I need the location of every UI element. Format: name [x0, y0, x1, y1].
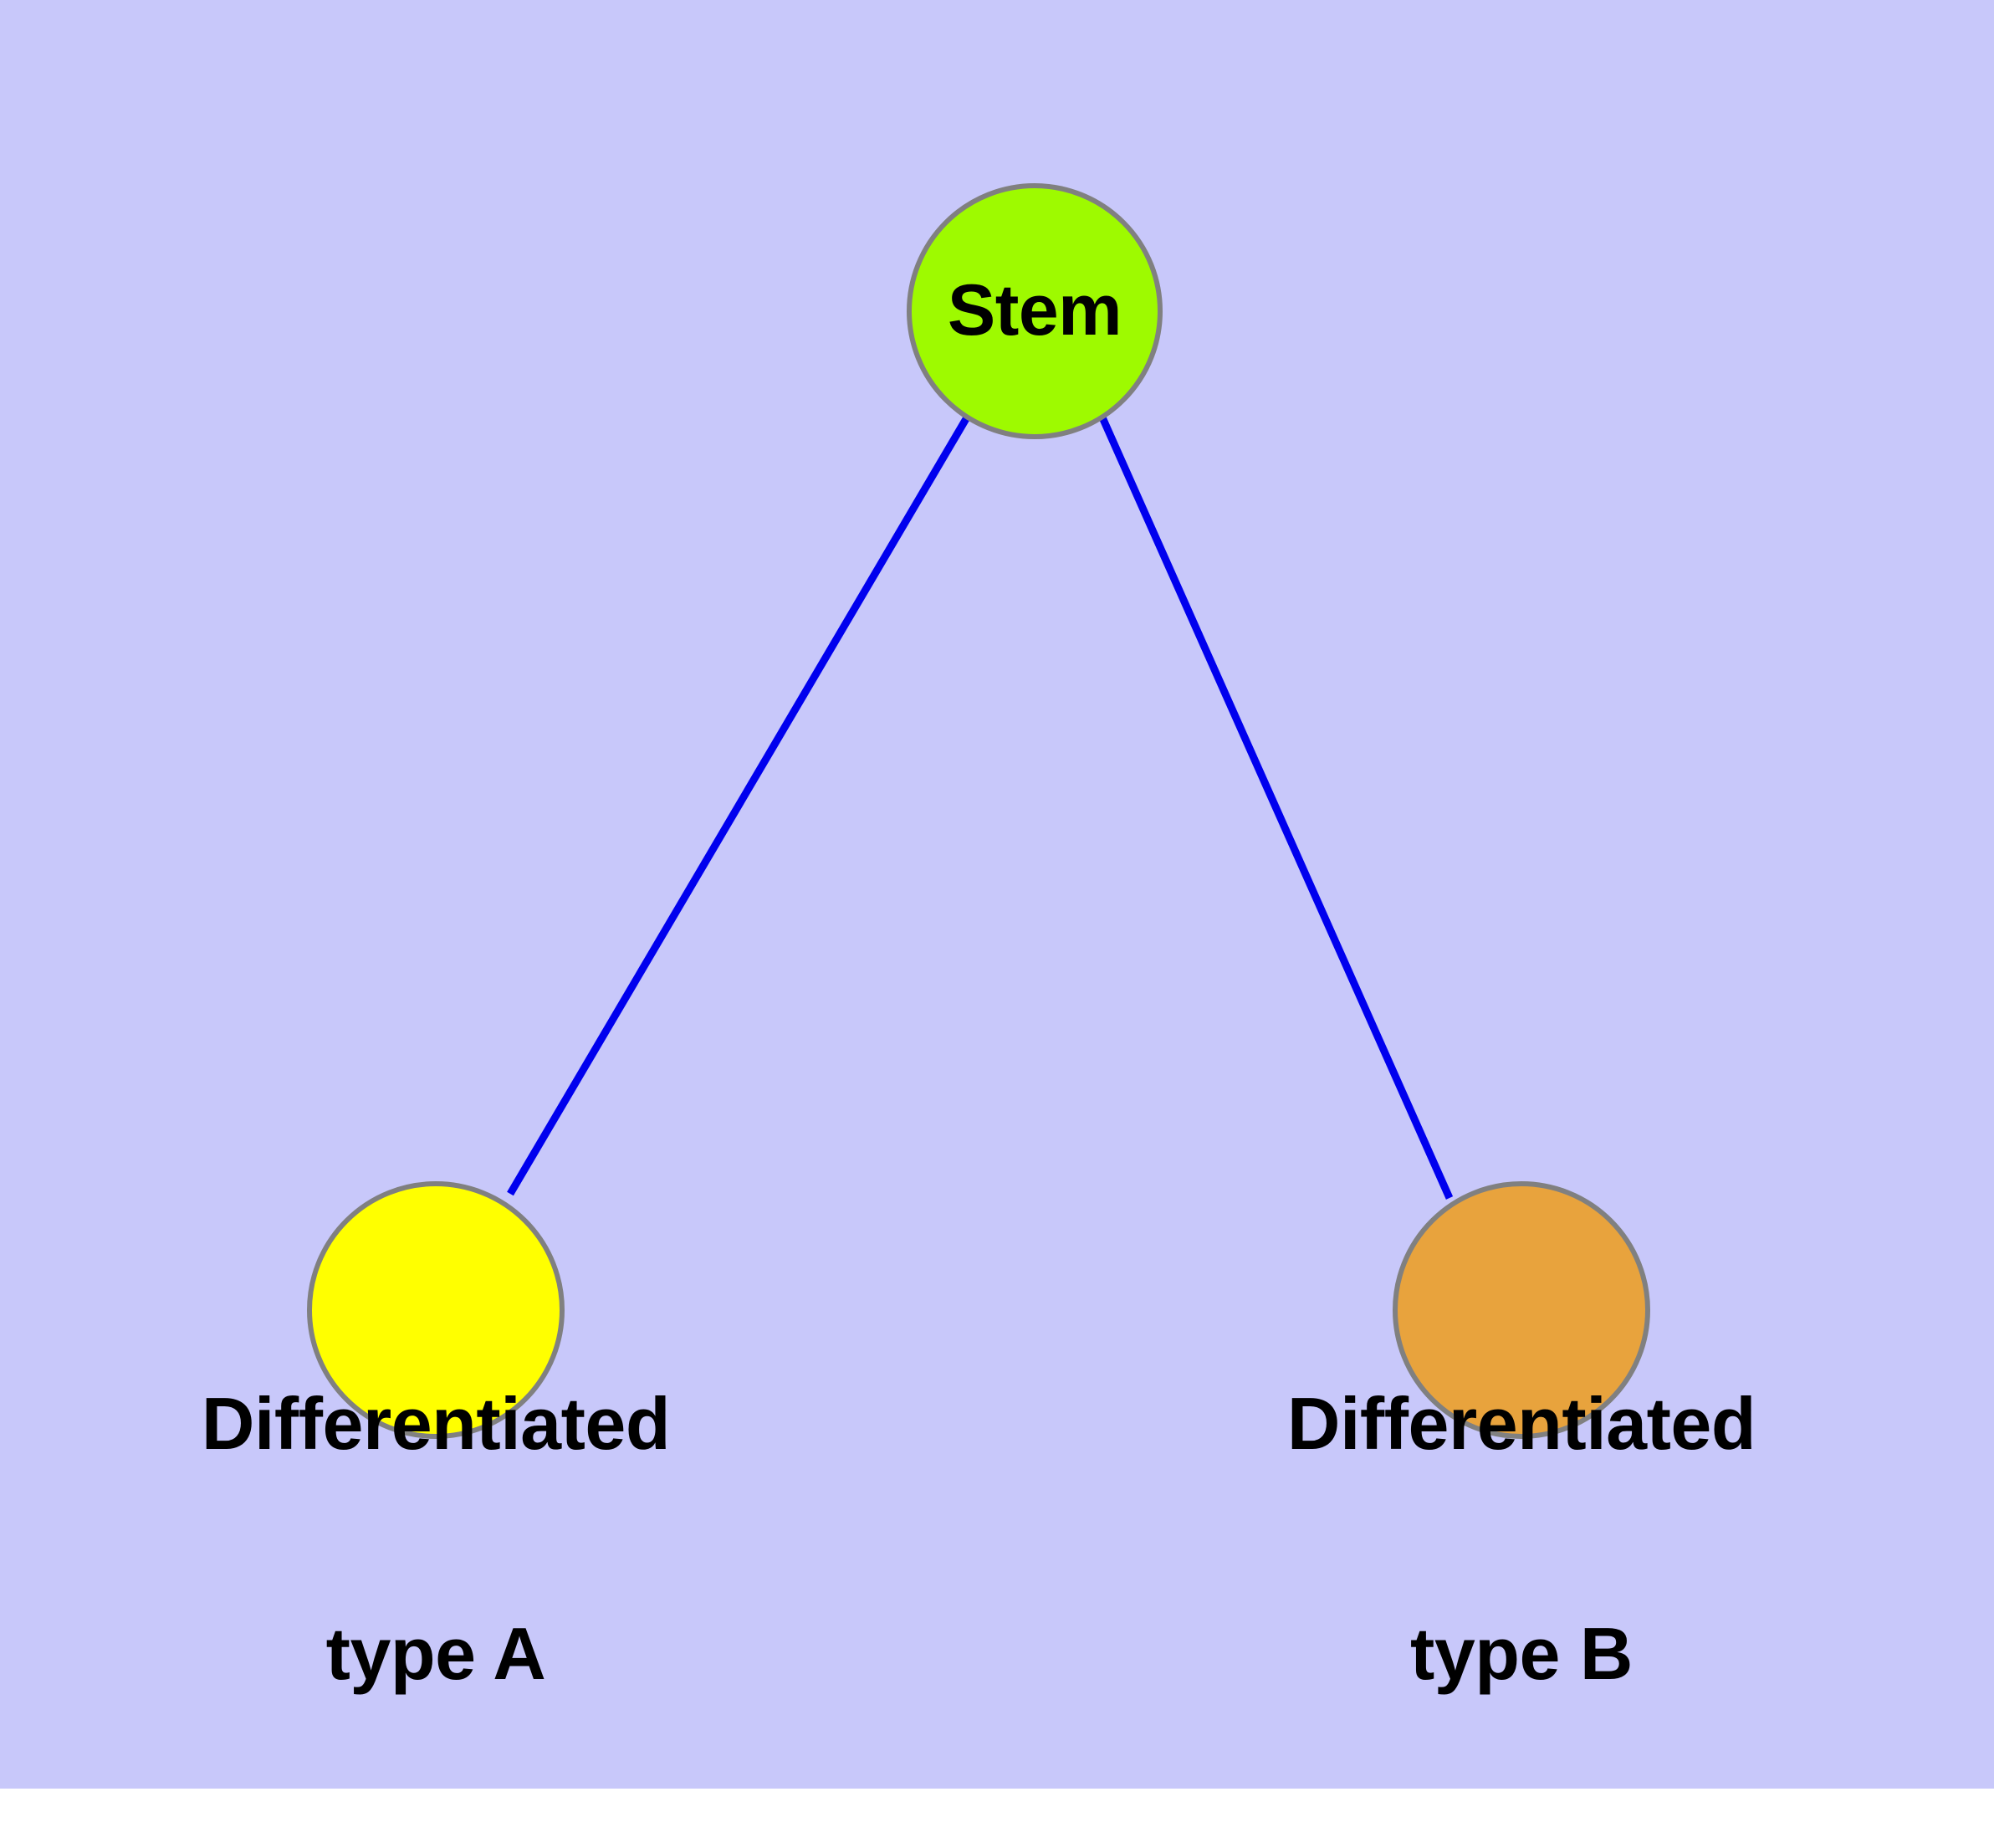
- edge-layer: [507, 415, 1454, 1200]
- node-layer: [307, 183, 1650, 1439]
- edge-stem-to-diff-a: [507, 415, 970, 1196]
- node-circle-diff-b[interactable]: [1393, 1181, 1650, 1439]
- graph-svg: [307, 183, 1650, 1439]
- edge-stem-to-diff-b: [1098, 416, 1454, 1200]
- diagram-canvas: Stem Differentiated type A Differentiate…: [0, 0, 1994, 1789]
- node-circle-diff-a[interactable]: [307, 1181, 565, 1439]
- node-circle-stem[interactable]: [907, 183, 1163, 439]
